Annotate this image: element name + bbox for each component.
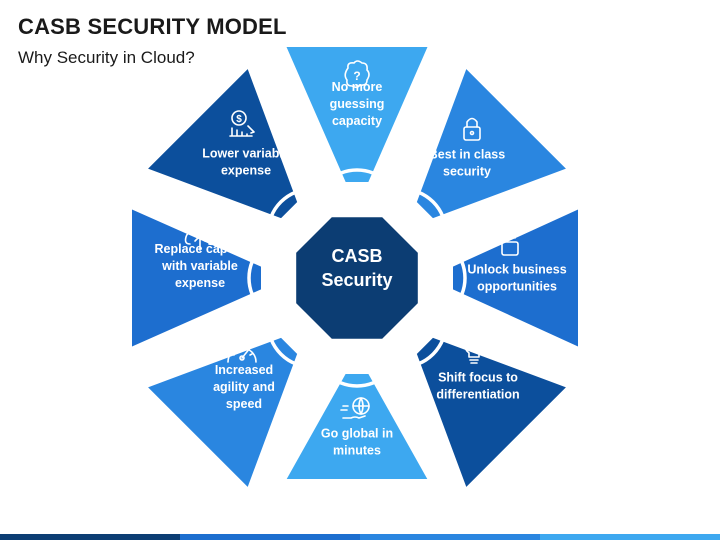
globe-hand-icon bbox=[340, 397, 370, 419]
segment-label-line: capacity bbox=[332, 114, 382, 128]
cloud-upload-icon bbox=[184, 226, 216, 251]
segment-label-line: Shift focus to bbox=[438, 371, 518, 385]
bar-segment bbox=[540, 534, 720, 540]
question-bubble-icon: ? bbox=[344, 60, 370, 89]
segment-shift-focus: Shift focus to differentiation bbox=[414, 330, 569, 490]
center-label-line1: CASB bbox=[331, 246, 382, 266]
segment-label-line: expense bbox=[175, 276, 225, 290]
segment-shape bbox=[284, 45, 430, 184]
speedometer-icon bbox=[227, 343, 257, 363]
segment-shape bbox=[145, 66, 300, 221]
segment-label-line: with variable bbox=[161, 259, 238, 273]
center-octagon bbox=[292, 213, 422, 343]
page-title: CASB SECURITY MODEL bbox=[18, 14, 287, 39]
segment-label-line: guessing bbox=[330, 97, 385, 111]
segment-go-global: Go global in minutes bbox=[284, 372, 430, 481]
segment-unlock: Unlock business opportunities bbox=[451, 207, 580, 349]
segment-label-line: differentiation bbox=[436, 388, 519, 402]
dollar-chart-icon: $ bbox=[229, 110, 255, 137]
center-label-line2: Security bbox=[321, 270, 392, 290]
segment-shape bbox=[414, 66, 569, 221]
segment-label-line: security bbox=[443, 165, 491, 179]
segment-best-class: Best in class security bbox=[414, 66, 569, 221]
segment-label-line: Best in class bbox=[429, 148, 505, 162]
segment-label-line: Increased bbox=[215, 363, 273, 377]
lightbulb-icon bbox=[458, 330, 490, 364]
segment-shape bbox=[451, 207, 580, 349]
svg-text:?: ? bbox=[353, 69, 360, 83]
segment-label-line: opportunities bbox=[477, 280, 557, 294]
segment-shape bbox=[145, 335, 300, 490]
segment-label-line: speed bbox=[226, 397, 262, 411]
segment-shape bbox=[414, 335, 569, 490]
segment-label-line: Unlock business bbox=[467, 263, 566, 277]
bar-segment bbox=[360, 534, 540, 540]
center-hub: CASB Security bbox=[292, 213, 422, 343]
svg-text:$: $ bbox=[236, 114, 242, 125]
segment-lower-expense: $ Lower variable expense bbox=[145, 66, 300, 221]
segment-label-line: agility and bbox=[213, 380, 275, 394]
segment-agility: Increased agility and speed bbox=[145, 335, 300, 490]
page-subtitle: Why Security in Cloud? bbox=[18, 48, 195, 67]
segment-label-line: minutes bbox=[333, 444, 381, 458]
segment-guessing: ?No more guessing capacity bbox=[284, 45, 430, 184]
segment-shape bbox=[130, 207, 263, 349]
bar-segment bbox=[0, 534, 180, 540]
padlock-icon bbox=[463, 117, 481, 141]
segment-label-line: No more bbox=[332, 80, 383, 94]
segment-shape bbox=[284, 372, 430, 481]
segment-label-line: Go global in bbox=[321, 427, 393, 441]
segment-label-line: expense bbox=[221, 164, 271, 178]
bar-segment bbox=[180, 534, 360, 540]
segment-label-line: Replace cap-ex bbox=[154, 242, 245, 256]
bottom-color-bar bbox=[0, 534, 720, 540]
unlocked-padlock-icon bbox=[501, 231, 519, 256]
segment-capex: Replace cap-ex with variable expense bbox=[130, 207, 263, 349]
segment-label-line: Lower variable bbox=[202, 147, 290, 161]
